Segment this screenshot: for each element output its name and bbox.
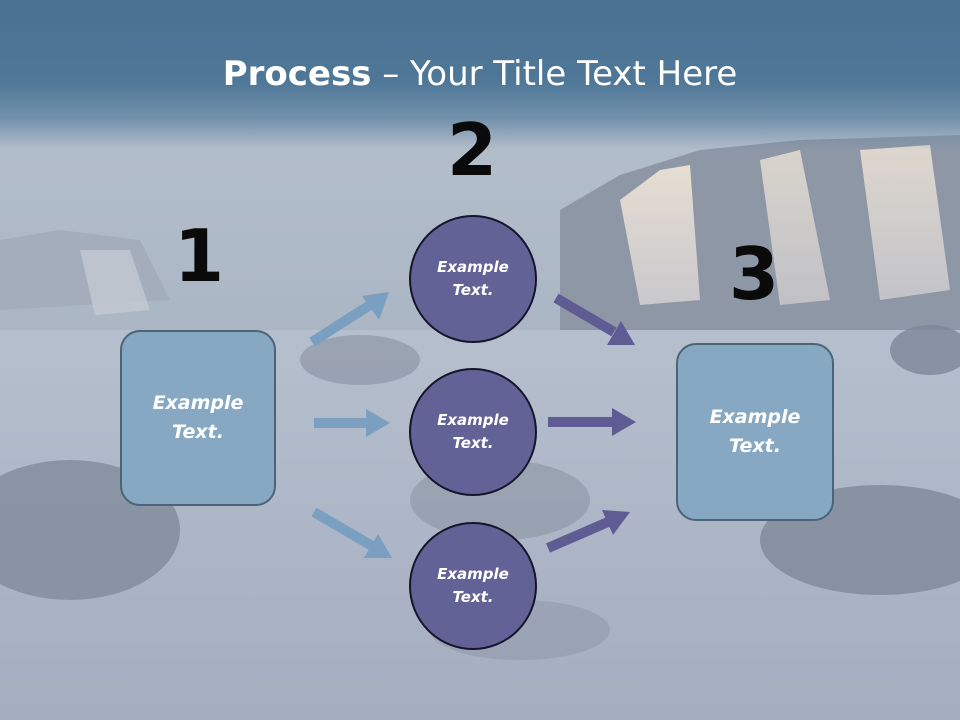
step-number-2: 2 [446, 108, 498, 192]
title-bar [0, 0, 960, 150]
step-3-box: Example Text. [676, 343, 834, 521]
step-2-circle-text: Example Text. [437, 411, 509, 452]
arrow-1-to-2-top [309, 292, 389, 347]
arrow-2-to-3-bottom [546, 510, 630, 553]
step-2-circle-text: Example Text. [437, 565, 509, 606]
arrow-1-to-2-bottom [311, 507, 392, 558]
step-2-circle-bottom: Example Text. [409, 522, 537, 650]
arrow-2-to-3-top [553, 293, 635, 345]
step-3-text: Example Text. [709, 406, 801, 457]
step-1-text: Example Text. [152, 392, 244, 443]
step-2-circle-top: Example Text. [409, 215, 537, 343]
step-1-box: Example Text. [120, 330, 276, 506]
arrow-1-to-2-middle [314, 409, 390, 437]
step-number-3: 3 [728, 232, 780, 316]
step-number-1: 1 [173, 214, 225, 298]
step-2-circle-middle: Example Text. [409, 368, 537, 496]
title-rest: – Your Title Text Here [371, 54, 738, 94]
title-bold: Process [222, 54, 372, 94]
step-2-circle-text: Example Text. [437, 258, 509, 299]
arrow-2-to-3-middle [548, 408, 636, 436]
slide-title: Process – Your Title Text Here [0, 52, 960, 96]
